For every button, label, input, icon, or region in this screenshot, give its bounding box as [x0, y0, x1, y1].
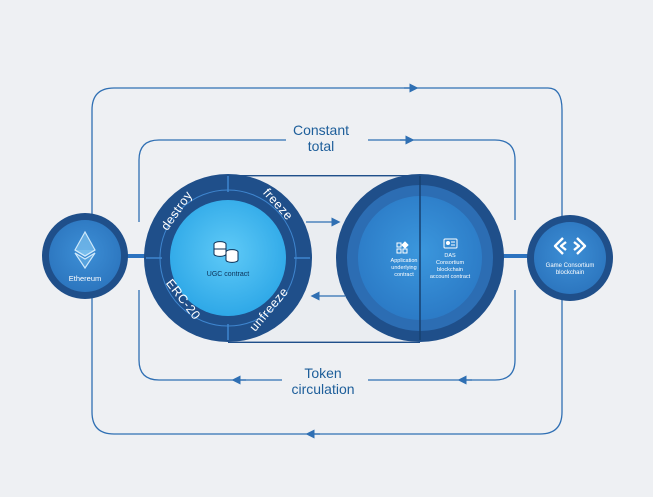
- ugc-contract-label: UGC contract: [207, 271, 249, 278]
- das-line3: blockchain: [437, 267, 463, 273]
- application-line2: underlying: [391, 265, 416, 271]
- id-card-icon: [443, 238, 458, 249]
- ethereum-node: Ethereum: [42, 213, 128, 299]
- game-label-line2: blockchain: [556, 270, 584, 276]
- application-line1: Application: [391, 258, 418, 264]
- ethereum-icon: [74, 230, 96, 270]
- game-label-line1: Game Consortium: [546, 263, 595, 269]
- constant-label-line2: total: [308, 138, 334, 154]
- das-line4: account contract: [430, 274, 471, 280]
- outer-loop-line: [91, 87, 563, 435]
- contracts-node: Application underlying contract DAS Cons…: [336, 174, 504, 342]
- constant-label-line1: Constant: [293, 122, 349, 138]
- ugc-contract-node: UGC contract destroy freeze unfreeze ERC…: [144, 174, 312, 342]
- das-line1: DAS: [444, 253, 456, 259]
- chain-link-icon: [553, 237, 587, 255]
- coin-stack-icon: [213, 241, 239, 263]
- token-label-line1: Token: [304, 365, 341, 381]
- right-connector: [495, 254, 535, 258]
- application-line3: contract: [394, 272, 414, 278]
- game-consortium-node: Game Consortium blockchain: [527, 215, 613, 301]
- left-connector: [124, 254, 158, 258]
- token-label-line2: circulation: [291, 381, 354, 397]
- app-blocks-icon: [396, 241, 409, 254]
- ethereum-label: Ethereum: [69, 274, 102, 283]
- das-line2: Consortium: [436, 260, 465, 266]
